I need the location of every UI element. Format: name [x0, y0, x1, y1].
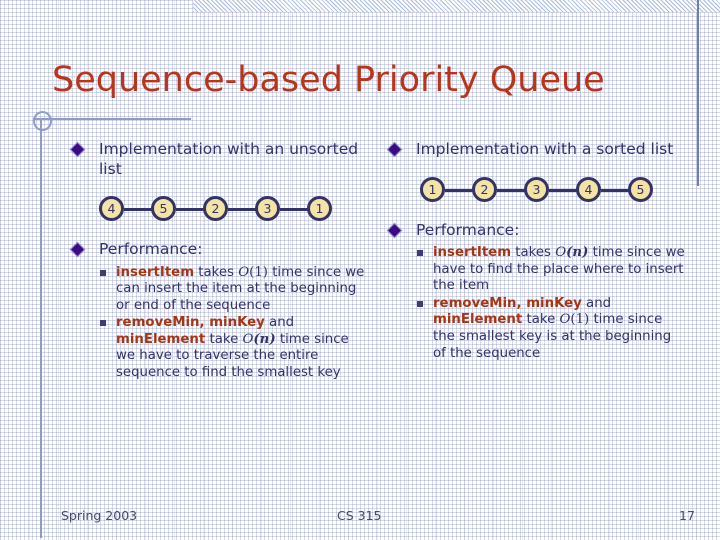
sequence-node: 3	[524, 176, 549, 202]
list-item: removeMin, minKey and minElement take O(…	[417, 295, 687, 362]
sequence-node: 4	[99, 196, 124, 221]
api-name: insertItem	[433, 245, 512, 260]
page-title: Sequence-based Priority Queue	[52, 60, 605, 100]
performance-points-unsorted: insertItem takes O(1) time since we can …	[70, 265, 370, 382]
point-text-tail: time since the smallest key is at the be…	[433, 312, 672, 361]
point-text-tail: time since we have to find the place whe…	[433, 245, 685, 294]
list-item: removeMin, minKey and minElement take O(…	[100, 315, 370, 381]
title-underline-rule	[33, 118, 191, 120]
sequence-link	[228, 208, 260, 211]
point-text-tail: time since we can insert the item at the…	[116, 264, 365, 313]
big-o-symbol: O(1)	[238, 264, 268, 280]
bullet-heading-unsorted: Implementation with an unsorted list	[69, 140, 370, 179]
sequence-node: 1	[420, 176, 445, 202]
right-vertical-rule	[697, 0, 699, 186]
list-item: insertItem takes O(n) time since we have…	[417, 245, 687, 295]
sequence-link	[549, 188, 581, 192]
point-text: and	[264, 315, 295, 331]
column-unsorted-list: Implementation with an unsorted list 4 5…	[69, 140, 370, 383]
api-name: removeMin, minKey	[116, 315, 265, 331]
sequence-link	[497, 188, 529, 192]
point-text-2: take	[522, 312, 560, 328]
performance-label: Performance:	[416, 220, 520, 239]
sequence-link	[601, 188, 633, 192]
sequence-diagram-sorted: 1 2 3 4 5	[409, 173, 687, 207]
sequence-node: 1	[307, 196, 332, 221]
diamond-bullet-icon	[69, 141, 86, 158]
api-name: removeMin, minKey	[433, 295, 582, 311]
bullet-heading-label: Implementation with a sorted list	[416, 140, 674, 158]
sequence-diagram-unsorted: 4 5 2 3 1	[92, 192, 370, 226]
sequence-node: 3	[255, 196, 280, 221]
big-o-symbol: O(n)	[242, 331, 276, 347]
sequence-node: 2	[472, 176, 497, 202]
slide-footer: Spring 2003 CS 315 17	[0, 505, 720, 527]
big-o-symbol: O(n)	[555, 245, 589, 260]
footer-course: CS 315	[337, 508, 382, 523]
api-name-2: minElement	[433, 312, 523, 328]
point-text-tail: time since we have to traverse the entir…	[116, 331, 349, 381]
api-name-2: minElement	[116, 331, 206, 347]
left-vertical-rule	[40, 118, 42, 538]
sequence-node: 4	[576, 176, 601, 202]
bullet-heading-sorted: Implementation with a sorted list	[386, 140, 687, 160]
diamond-bullet-icon	[386, 222, 403, 238]
sequence-link	[445, 188, 477, 192]
sequence-node: 5	[628, 176, 653, 202]
point-text-2: take	[205, 331, 243, 347]
diamond-bullet-icon	[386, 141, 403, 158]
bullet-heading-label: Implementation with an unsorted list	[99, 140, 359, 178]
list-item: insertItem takes O(1) time since we can …	[100, 264, 370, 315]
square-bullet-icon	[100, 320, 106, 327]
big-o-symbol: O(1)	[559, 312, 590, 328]
api-name: insertItem	[116, 264, 195, 280]
bullet-performance-sorted: Performance:	[386, 220, 687, 241]
column-sorted-list: Implementation with a sorted list 1 2 3 …	[386, 140, 687, 363]
point-text: takes	[511, 245, 556, 260]
performance-points-sorted: insertItem takes O(n) time since we have…	[387, 245, 687, 362]
diamond-bullet-icon	[69, 241, 86, 258]
square-bullet-icon	[417, 250, 423, 256]
bullet-performance-unsorted: Performance:	[69, 240, 370, 260]
performance-block-sorted: Performance: insertItem takes O(n) time …	[386, 220, 687, 363]
performance-label: Performance:	[99, 240, 203, 258]
ring-decoration-icon	[33, 111, 52, 131]
square-bullet-icon	[100, 269, 106, 276]
performance-block-unsorted: Performance: insertItem takes O(1) time …	[69, 240, 370, 382]
footer-term: Spring 2003	[61, 508, 138, 523]
top-hatched-band	[193, 0, 720, 12]
sequence-link	[176, 208, 208, 211]
footer-page-number: 17	[679, 508, 695, 523]
point-text: takes	[194, 264, 239, 280]
sequence-link	[280, 208, 312, 211]
sequence-node: 2	[203, 196, 228, 221]
sequence-node: 5	[151, 196, 176, 221]
square-bullet-icon	[417, 300, 423, 307]
sequence-link	[124, 208, 156, 211]
point-text: and	[581, 295, 612, 311]
